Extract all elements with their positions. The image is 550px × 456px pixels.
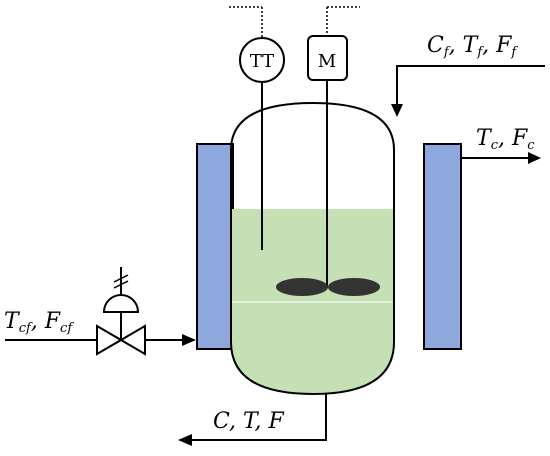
coolant-inlet-arrow-head bbox=[182, 334, 196, 346]
feed-label: Cf, Tf, Ff bbox=[427, 33, 518, 60]
impeller-blade-left bbox=[276, 278, 328, 296]
reactor-liquid bbox=[231, 209, 394, 394]
feed-arrow-head bbox=[391, 104, 403, 117]
coolant-inlet-label: Tcf, Fcf bbox=[4, 309, 74, 336]
coolant-outlet-arrow-head bbox=[528, 152, 541, 164]
tt-label: TT bbox=[250, 51, 274, 72]
product-arrow-head bbox=[178, 434, 192, 446]
signal-hash-2 bbox=[113, 280, 129, 289]
product-label: C, T, F bbox=[213, 409, 284, 434]
feed-inlet-line bbox=[396, 65, 545, 108]
coolant-outlet-label: Tc, Fc bbox=[476, 126, 535, 153]
signal-hash-1 bbox=[113, 274, 129, 283]
motor-label: M bbox=[318, 51, 336, 72]
impeller-blade-right bbox=[328, 278, 380, 296]
cooling-jacket-left bbox=[196, 143, 234, 350]
product-outlet-line bbox=[190, 394, 327, 441]
reactor-vessel bbox=[230, 101, 395, 396]
cooling-jacket-right bbox=[423, 143, 462, 350]
diaphragm-actuator-icon bbox=[102, 294, 140, 313]
